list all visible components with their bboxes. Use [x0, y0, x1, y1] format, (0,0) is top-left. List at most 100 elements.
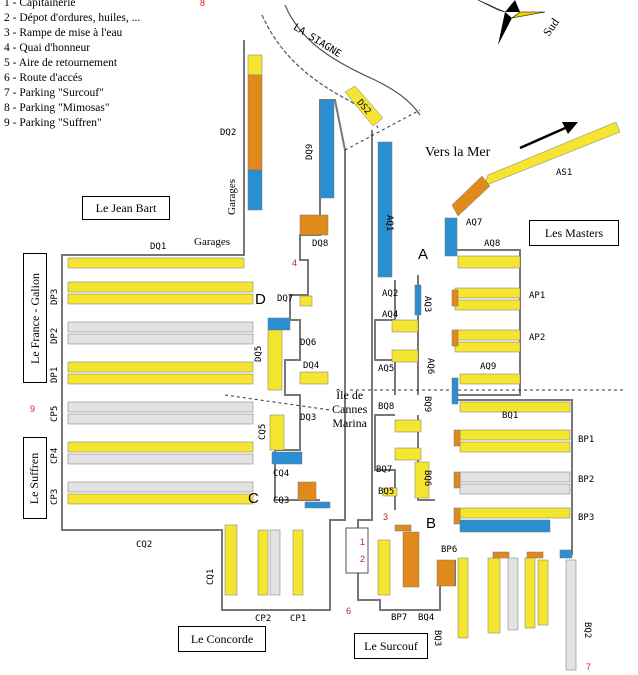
quay-label: BP1 — [578, 435, 595, 445]
berth-block — [67, 413, 254, 425]
arrow-to-sea-icon — [519, 122, 578, 150]
berth-block — [487, 557, 501, 634]
berth-block — [402, 531, 420, 588]
berth-block — [453, 429, 461, 447]
berth-block — [377, 539, 391, 596]
legend-item: 8 - Parking "Mimosas" — [4, 102, 110, 114]
quay-label: BQ4 — [418, 613, 435, 623]
quay-label: BQ6 — [422, 470, 432, 487]
berth-block — [559, 549, 573, 559]
berth-block — [299, 214, 329, 236]
berth-block — [267, 317, 291, 331]
legend-item: 2 - Dépot d'ordures, huiles, ... — [4, 12, 141, 24]
quay-label: CQ3 — [273, 496, 290, 506]
quay-label: DQ5 — [254, 345, 264, 362]
marker-8: 8 — [200, 0, 206, 8]
berth-block — [67, 293, 254, 305]
quay-label: AQ6 — [425, 358, 435, 375]
quay-label: DQ8 — [312, 239, 329, 249]
berth-block — [67, 401, 254, 413]
quay-label: CP3 — [50, 488, 60, 505]
berth-block — [292, 529, 304, 596]
berth-block — [483, 121, 621, 187]
zone-d-label: D — [255, 291, 266, 308]
quay-label: BQ1 — [502, 411, 519, 421]
garages-label-vertical: Garages — [226, 178, 238, 215]
quay-label: BQ9 — [422, 396, 432, 413]
quay-label: BP3 — [578, 513, 595, 523]
quay-label: DP2 — [50, 327, 60, 344]
berth-block — [247, 74, 263, 171]
legend-item: 7 - Parking "Surcouf" — [4, 87, 104, 99]
berth-block — [247, 169, 263, 211]
berth-block — [451, 175, 491, 217]
legend-item: 6 - Route d'accés — [4, 72, 83, 84]
legend-item: 9 - Parking "Suffren" — [4, 117, 102, 129]
quay-label: AQ1 — [384, 215, 394, 232]
quay-label: DQ4 — [303, 361, 320, 371]
quay-label: CQ1 — [206, 568, 216, 585]
berth-block — [444, 217, 458, 257]
berth-block — [414, 461, 430, 499]
marker-2: 2 — [360, 554, 366, 564]
quay-label: CQ4 — [273, 469, 290, 479]
berth-block — [459, 471, 571, 483]
quay-label: AQ8 — [484, 239, 501, 249]
marker-6: 6 — [346, 606, 352, 616]
berth-block — [67, 257, 245, 269]
zone-c-label: C — [248, 490, 259, 507]
legend-item: 1 - Capitainerie — [4, 0, 76, 9]
legend-item: 4 - Quai d'honneur — [4, 42, 91, 54]
quay-label: BQ3 — [432, 630, 442, 647]
berth-block — [459, 441, 571, 453]
berth-block — [319, 99, 335, 199]
berth-block — [526, 551, 544, 559]
berth-block — [67, 441, 254, 453]
quay-label: CQ2 — [136, 540, 153, 550]
quay-label: DQ3 — [300, 413, 317, 423]
capitainerie-building — [345, 527, 369, 574]
garages-label: Garages — [194, 236, 231, 248]
berth-block — [299, 295, 313, 307]
berth-block — [459, 507, 571, 519]
berth-block — [271, 451, 303, 465]
berth-block — [394, 524, 412, 532]
quay-label: DQ2 — [220, 128, 237, 138]
berth-block — [414, 284, 422, 316]
quay-label: AQ9 — [480, 362, 497, 372]
shoreline-north — [284, 4, 421, 116]
berth-block — [344, 85, 384, 127]
building-concorde: Le Concorde — [178, 626, 266, 652]
marker-7: 7 — [586, 662, 592, 672]
quay-label: DQ7 — [277, 294, 294, 304]
berth-block — [492, 551, 510, 559]
berth-block — [436, 559, 456, 587]
berth-block — [247, 54, 263, 76]
berth-block — [524, 557, 536, 629]
marker-4: 4 — [292, 258, 298, 268]
berth-block — [507, 557, 519, 631]
berth-block — [67, 493, 254, 505]
building-jean-bart: Le Jean Bart — [82, 196, 170, 220]
quay-label: DQ6 — [300, 338, 317, 348]
berth-block — [299, 371, 329, 385]
quay-label: AQ2 — [382, 289, 399, 299]
building-masters: Les Masters — [529, 220, 619, 246]
berth-block — [67, 281, 254, 293]
berths — [67, 54, 621, 671]
direction-label: Vers la Mer — [425, 145, 491, 160]
quay-label: BP2 — [578, 475, 595, 485]
quay-label: BP6 — [441, 545, 458, 555]
berth-block — [394, 447, 422, 461]
quay-label: CP4 — [50, 447, 60, 464]
quay-label: AQ7 — [466, 218, 483, 228]
quay-label: CP5 — [50, 405, 60, 422]
zone-b-label: B — [426, 515, 437, 532]
berth-block — [67, 373, 254, 385]
berth-block — [67, 333, 254, 345]
berth-block — [454, 299, 521, 311]
berth-block — [451, 377, 459, 405]
berth-block — [565, 559, 577, 671]
